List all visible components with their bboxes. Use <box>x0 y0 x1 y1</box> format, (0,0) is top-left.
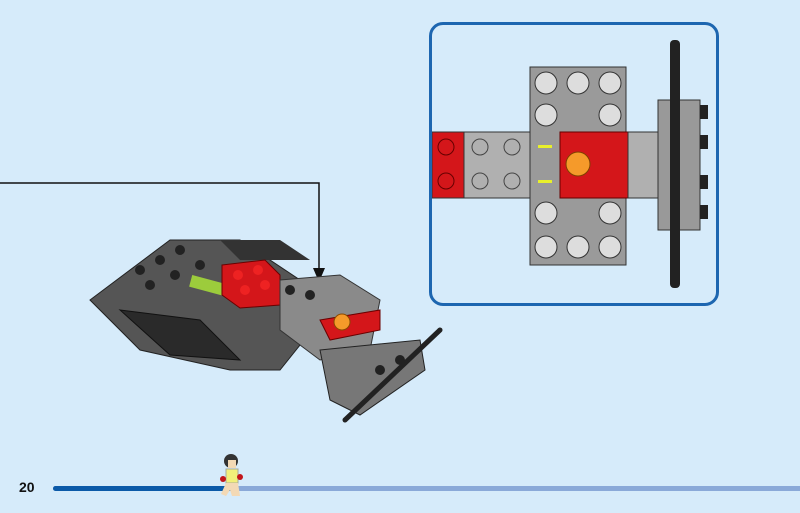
callout-detail-illustration <box>432 40 708 288</box>
callout-box <box>429 22 719 306</box>
minifigure-progress-icon <box>220 454 243 496</box>
build-model-illustration <box>89 239 443 423</box>
page-number: 20 <box>19 479 35 495</box>
progress-bar-fill <box>53 486 233 491</box>
progress-bar <box>53 486 800 491</box>
